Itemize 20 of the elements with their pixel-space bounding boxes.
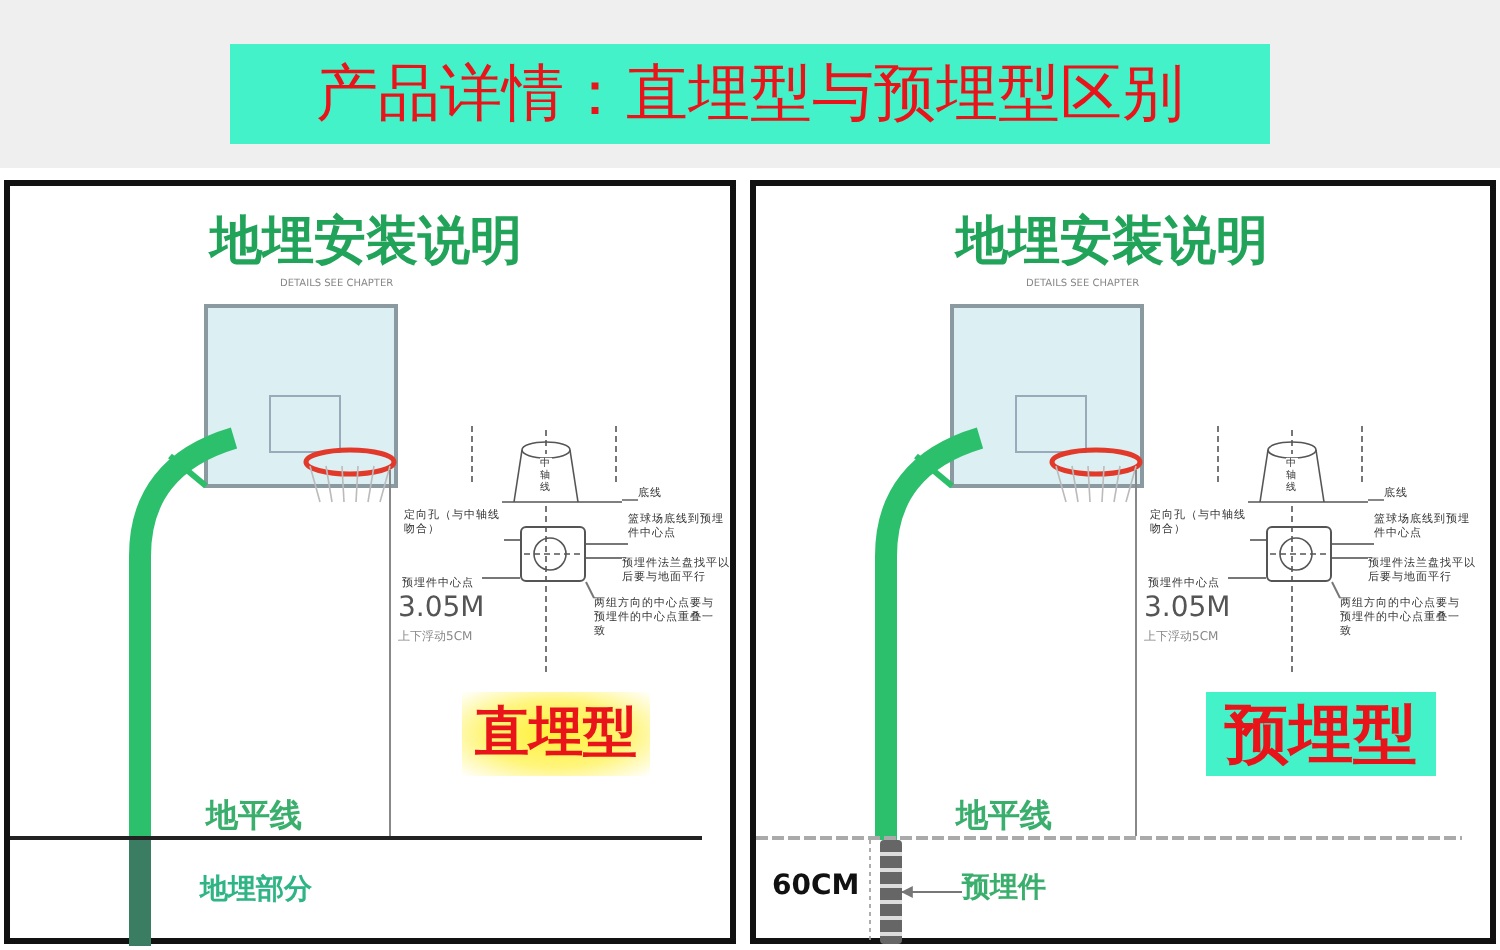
embedded-part <box>880 840 902 944</box>
arrow <box>900 886 963 898</box>
flange-plate <box>520 526 586 582</box>
type-badge: 预埋型 <box>1206 692 1436 776</box>
panel <box>4 180 736 944</box>
leader-line <box>1367 499 1385 501</box>
buried-part-label: 地埋部分 <box>200 872 312 908</box>
heading: 地埋安装说明 <box>210 210 522 276</box>
type-badge: 直埋型 <box>462 692 650 776</box>
dimension-label: 60CM <box>772 870 860 902</box>
heading: 地埋安装说明 <box>956 210 1268 276</box>
ground-line-label: 地平线 <box>956 796 1052 838</box>
height-label: 3.05M <box>398 592 485 624</box>
panel <box>750 180 1496 944</box>
title: 产品详情：直埋型与预埋型区别 <box>230 44 1270 144</box>
leader-line <box>621 499 639 501</box>
height-label: 3.05M <box>1144 592 1231 624</box>
flange-plate <box>1266 526 1332 582</box>
part-label: 预埋件 <box>962 870 1054 906</box>
ground-line-label: 地平线 <box>206 796 302 838</box>
